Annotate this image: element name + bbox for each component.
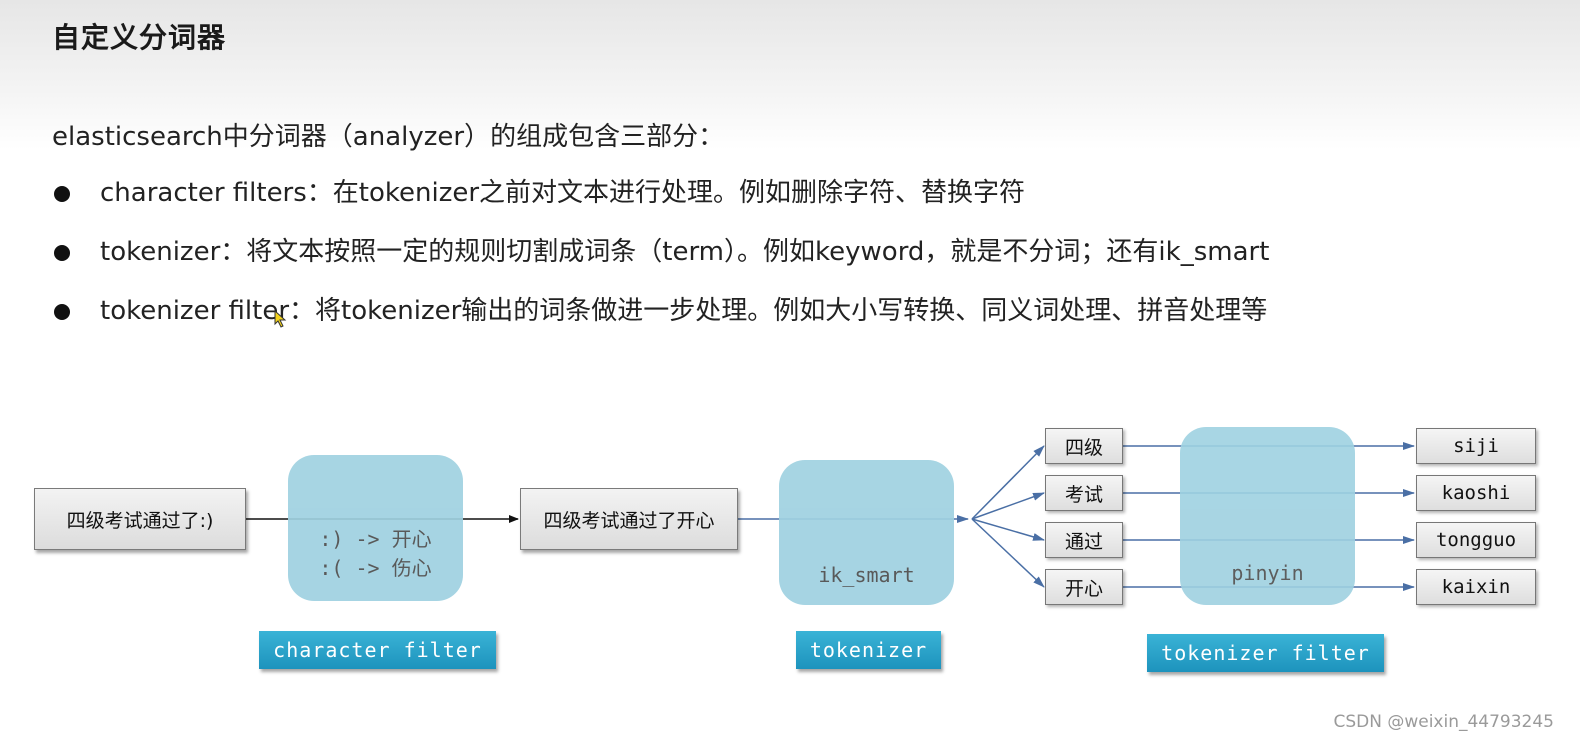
filtered-text: 四级考试通过了开心 <box>543 509 715 532</box>
char-filter-rule-2: :( -> 伤心 <box>319 556 432 580</box>
bullet-text: tokenizer：将文本按照一定的规则切割成词条（term）。例如keywor… <box>100 237 1270 267</box>
bullet-dot-icon <box>54 186 70 202</box>
token-box: 通过 <box>1045 522 1123 558</box>
token-text: 四级 <box>1064 436 1103 459</box>
arrow-fan-token-4 <box>971 518 1045 588</box>
component-list: character filters：在tokenizer之前对文本进行处理。例如… <box>52 174 1269 351</box>
output-box: kaoshi <box>1416 475 1536 511</box>
bullet-tokenizer-filter: tokenizer filter：将tokenizer输出的词条做进一步处理。例… <box>52 292 1269 351</box>
token-box: 考试 <box>1045 475 1123 511</box>
token-text: 通过 <box>1064 530 1103 553</box>
tokenizer-blob: ik_smart <box>779 460 954 605</box>
tokenizer-filter-label: tokenizer filter <box>1147 634 1384 672</box>
token-text: 开心 <box>1064 577 1103 600</box>
input-text: 四级考试通过了:) <box>66 509 214 532</box>
token-filter-name: pinyin <box>1231 561 1304 585</box>
mouse-cursor-icon <box>274 310 287 328</box>
bullet-tokenizer: tokenizer：将文本按照一定的规则切割成词条（term）。例如keywor… <box>52 233 1269 292</box>
token-box: 四级 <box>1045 428 1123 464</box>
filtered-text-box: 四级考试通过了开心 <box>520 488 738 550</box>
character-filter-blob: :) -> 开心 :( -> 伤心 <box>288 455 463 601</box>
output-box: siji <box>1416 428 1536 464</box>
output-text: kaixin <box>1441 576 1511 598</box>
token-filter-blob: pinyin <box>1180 427 1355 605</box>
bullet-text: character filters：在tokenizer之前对文本进行处理。例如… <box>100 178 1026 208</box>
intro-text: elasticsearch中分词器（analyzer）的组成包含三部分： <box>52 122 725 152</box>
output-text: siji <box>1453 435 1499 457</box>
tokenizer-label: tokenizer <box>796 631 941 669</box>
bullet-dot-icon <box>54 304 70 320</box>
input-text-box: 四级考试通过了:) <box>34 488 246 550</box>
arrow-fan-token-2 <box>971 492 1045 520</box>
arrow-fan-token-1 <box>971 445 1045 520</box>
char-filter-rule-1: :) -> 开心 <box>319 527 432 551</box>
output-box: kaixin <box>1416 569 1536 605</box>
page-title: 自定义分词器 <box>52 21 227 54</box>
output-text: tongguo <box>1435 529 1517 551</box>
token-text: 考试 <box>1064 483 1103 506</box>
tokenizer-name: ik_smart <box>818 563 915 587</box>
arrow-fan-token-3 <box>971 518 1045 541</box>
bullet-character-filters: character filters：在tokenizer之前对文本进行处理。例如… <box>52 174 1269 233</box>
bullet-text: tokenizer filter：将tokenizer输出的词条做进一步处理。例… <box>100 296 1268 326</box>
token-box: 开心 <box>1045 569 1123 605</box>
output-text: kaoshi <box>1441 482 1511 504</box>
bullet-dot-icon <box>54 245 70 261</box>
output-box: tongguo <box>1416 522 1536 558</box>
character-filter-label: character filter <box>259 631 496 669</box>
watermark: CSDN @weixin_44793245 <box>1333 712 1554 732</box>
